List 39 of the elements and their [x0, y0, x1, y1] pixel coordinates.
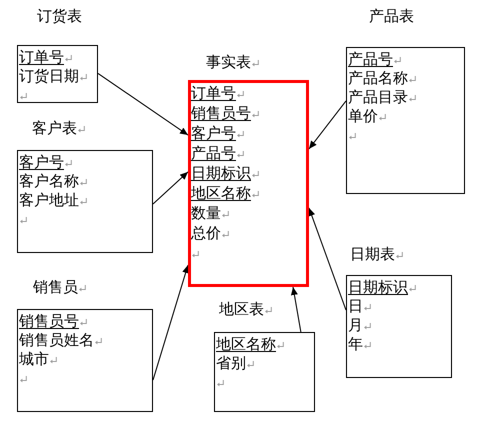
- arrow: [308, 207, 346, 311]
- field-name: 数量: [191, 204, 221, 222]
- arrow: [152, 171, 188, 204]
- table-title: 订货表: [37, 7, 82, 25]
- arrow: [308, 100, 346, 150]
- field-name: 城市: [19, 351, 49, 368]
- field-name: 单价: [348, 108, 378, 125]
- field-name: 客户号: [19, 154, 64, 171]
- field-name: 日期标识: [191, 164, 251, 182]
- field-name: 年: [348, 336, 363, 353]
- field-name: 销售员姓名: [19, 332, 94, 349]
- field-name: 产品号: [348, 51, 393, 68]
- table-title: 客户表: [32, 119, 77, 137]
- field-name: 客户号: [191, 124, 236, 142]
- table-title: 销售员: [33, 278, 78, 296]
- table-title: 事实表: [206, 53, 251, 71]
- field-name: 客户名称: [19, 173, 79, 190]
- field-name: 订单号: [19, 49, 64, 66]
- table-title: 产品表: [369, 7, 414, 25]
- field-name: 总价: [191, 224, 221, 242]
- field-name: 地区名称: [216, 336, 276, 353]
- field-name: 省别: [216, 355, 246, 372]
- field-name: 订货日期: [19, 68, 79, 85]
- table-title: 地区表: [219, 300, 264, 318]
- field-name: 订单号: [191, 84, 236, 102]
- field-name: 日: [348, 298, 363, 315]
- field-name: 销售员号: [191, 104, 251, 122]
- field-name: 日期标识: [348, 279, 408, 296]
- arrow: [98, 72, 188, 136]
- field-name: 产品号: [191, 144, 236, 162]
- field-name: 销售员号: [19, 313, 79, 330]
- field-name: 客户地址: [19, 192, 79, 209]
- field-name: 产品名称: [348, 70, 408, 87]
- field-name: 地区名称: [191, 184, 251, 202]
- arrow: [152, 264, 190, 381]
- field-name: 产品目录: [348, 89, 408, 106]
- table-title: 日期表: [350, 245, 395, 263]
- arrow: [290, 286, 302, 332]
- field-name: 月: [348, 317, 363, 334]
